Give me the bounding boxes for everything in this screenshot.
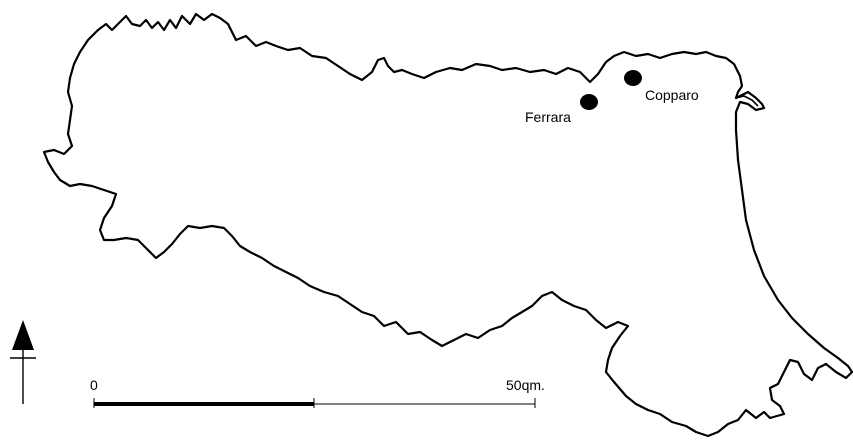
city-label-ferrara: Ferrara [525,109,571,125]
city-copparo: Copparo [624,70,699,103]
north-arrow-icon [10,320,36,404]
scale-start-label: 0 [90,377,98,393]
scale-bar: 0 50qm. [90,377,545,408]
scale-end-label: 50qm. [506,377,545,393]
city-label-copparo: Copparo [645,87,699,103]
scale-bar-solid-segment [94,402,314,406]
city-marker-copparo [624,70,642,86]
city-marker-ferrara [580,94,598,110]
delta-inlet [735,95,759,107]
city-ferrara: Ferrara [525,94,598,125]
region-boundary [42,12,853,438]
